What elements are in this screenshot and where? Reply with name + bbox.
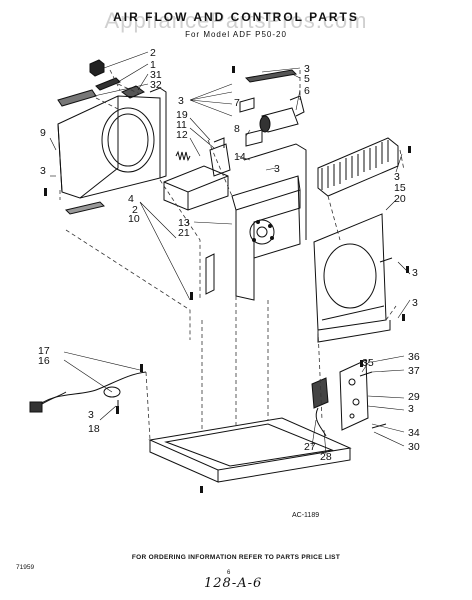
handwritten-page-number: 128-A-6 (204, 576, 263, 591)
part-20-shroud (313, 213, 393, 343)
part-7-bracket (239, 97, 255, 113)
footer-note: FOR ORDERING INFORMATION REFER TO PARTS … (131, 554, 341, 561)
part-8-bracket (245, 129, 263, 147)
label-3-f: 3 (412, 267, 418, 279)
label-4: 4 (128, 193, 134, 205)
label-14: 14 (234, 151, 246, 163)
label-1: 1 (150, 59, 156, 71)
screw (140, 364, 143, 372)
label-3-g: 3 (412, 297, 418, 309)
label-34: 34 (408, 427, 420, 439)
part-19-spring (175, 150, 191, 162)
part-32-strip (57, 89, 97, 107)
watermark: AppliancePartsPros.com (104, 8, 368, 33)
label-3-h: 3 (88, 409, 94, 421)
label-15: 15 (394, 182, 406, 194)
label-6: 6 (304, 85, 310, 97)
part-35-screw (359, 371, 373, 377)
label-17: 17 (38, 345, 50, 357)
label-3-i: 3 (408, 403, 414, 415)
screw (190, 292, 193, 300)
label-2-b: 2 (132, 204, 138, 216)
part-14-control-bracket (163, 143, 231, 211)
label-3-c: 3 (40, 165, 46, 177)
part-29-switch-plate (339, 359, 369, 431)
label-32: 32 (150, 79, 162, 91)
label-21: 21 (178, 227, 190, 239)
part-15-louver (317, 137, 399, 197)
label-19: 19 (176, 109, 188, 121)
label-8: 8 (234, 123, 240, 135)
screw (116, 406, 119, 414)
label-10: 10 (128, 213, 140, 225)
part-2-clip (89, 59, 105, 77)
label-18: 18 (88, 423, 100, 435)
label-7: 7 (234, 97, 240, 109)
page-marker: 6 (227, 570, 231, 576)
part-27-thermostat (311, 377, 329, 437)
label-11: 11 (176, 119, 187, 131)
label-3-a: 3 (304, 63, 310, 75)
label-29: 29 (408, 391, 420, 403)
screw (406, 266, 409, 273)
label-3-e: 3 (394, 171, 400, 183)
screw (200, 486, 203, 493)
label-31: 31 (150, 69, 162, 81)
screw (402, 314, 405, 321)
base-pan (148, 417, 352, 483)
part-4-shroud (57, 87, 167, 199)
screw (44, 188, 47, 196)
screw (232, 66, 235, 73)
label-3-d: 3 (274, 163, 280, 175)
label-9: 9 (40, 127, 46, 139)
part-10-strip (65, 201, 105, 215)
part-5-bar (244, 69, 298, 83)
part-1-strip (95, 77, 121, 91)
label-36: 36 (408, 351, 420, 363)
screw (408, 146, 411, 153)
label-37: 37 (408, 365, 420, 377)
label-20: 20 (394, 193, 406, 205)
label-27: 27 (304, 441, 316, 453)
label-28: 28 (320, 451, 332, 463)
part-6-capacitor (259, 95, 305, 133)
diagram-title: AIR FLOW AND CONTROL PARTS (113, 10, 359, 24)
part-16-power-cord (29, 371, 147, 413)
label-13: 13 (178, 217, 190, 229)
label-5: 5 (304, 73, 310, 85)
diagram-code: AC-1189 (292, 512, 320, 519)
label-12: 12 (176, 129, 188, 141)
label-3-b: 3 (178, 95, 184, 107)
part-13-control-panel (205, 143, 307, 301)
label-30: 30 (408, 441, 420, 453)
label-35: 35 (362, 357, 374, 369)
label-16: 16 (38, 355, 50, 367)
model-label: For Model ADF P50-20 (185, 30, 287, 39)
document-number: 71959 (16, 564, 35, 571)
label-2: 2 (150, 47, 156, 59)
part-12-link (213, 137, 225, 148)
screw (360, 360, 363, 367)
